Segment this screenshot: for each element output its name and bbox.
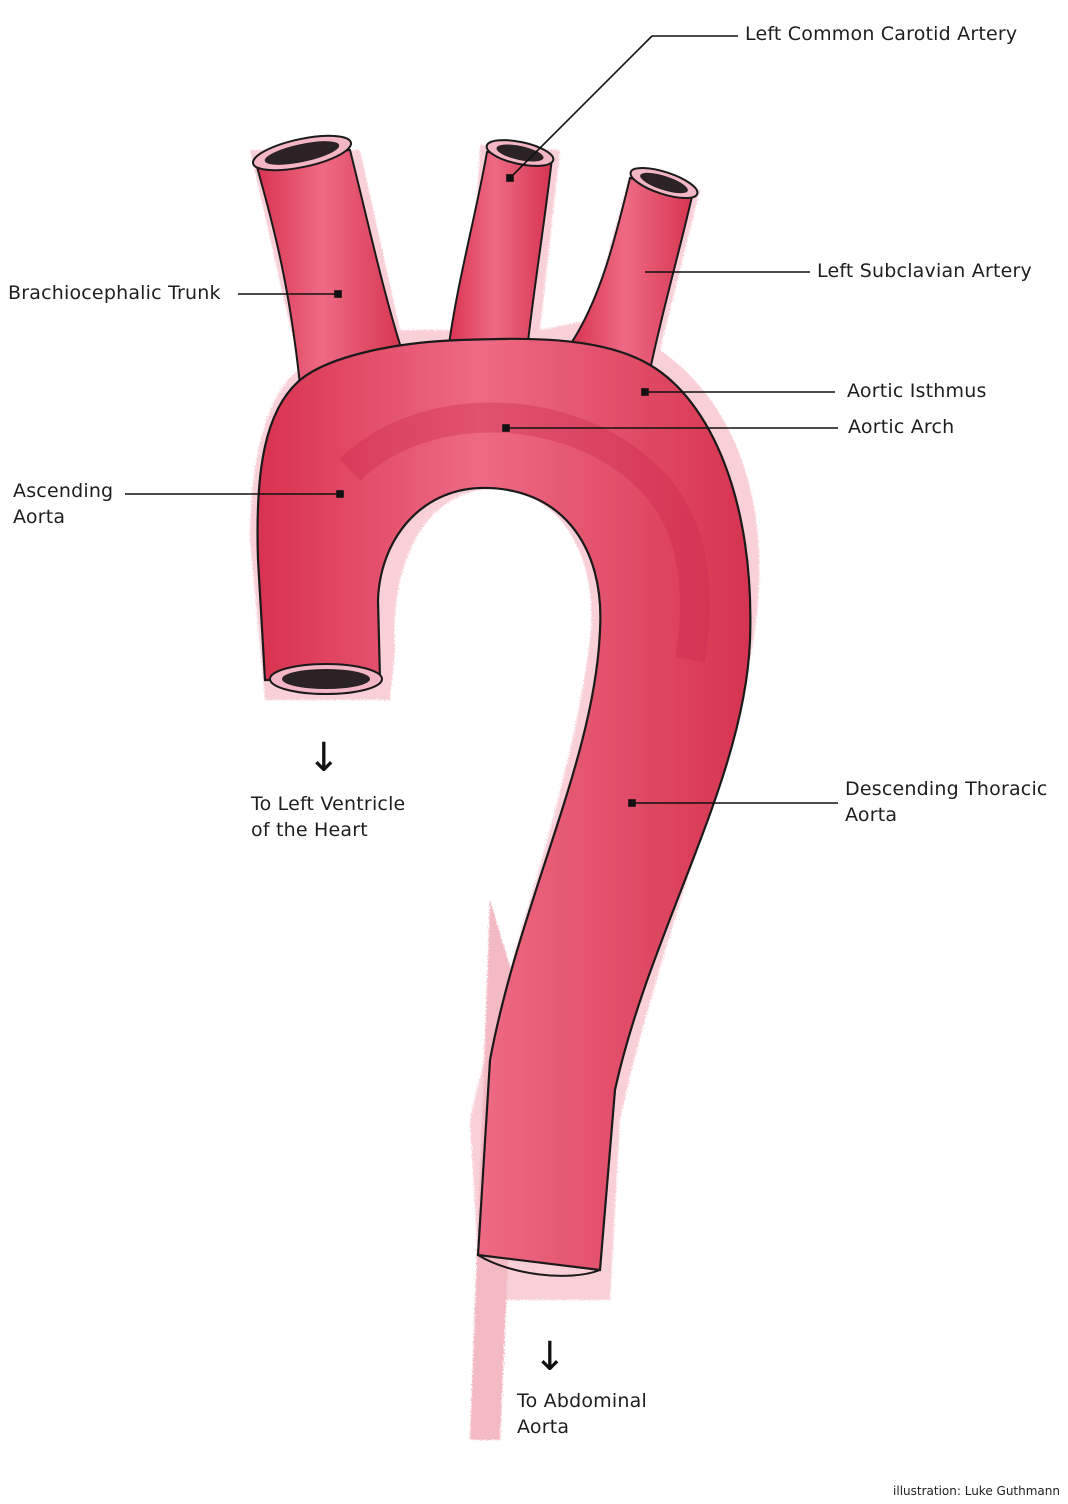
label-to-left-ventricle-line2: of the Heart xyxy=(251,819,368,841)
arrow-down-icon: ↓ xyxy=(307,735,341,781)
label-left-subclavian-artery: Left Subclavian Artery xyxy=(817,260,1032,282)
arrow-down-icon: ↓ xyxy=(533,1334,567,1380)
label-descending-thoracic-aorta-line1: Descending Thoracic xyxy=(845,778,1048,800)
label-ascending-aorta-line2: Aorta xyxy=(13,506,66,528)
label-to-abdominal-aorta-line1: To Abdominal xyxy=(517,1390,647,1412)
label-aortic-arch: Aortic Arch xyxy=(848,416,955,438)
label-ascending-aorta-line1: Ascending xyxy=(13,480,114,502)
label-to-left-ventricle-line1: To Left Ventricle xyxy=(251,793,406,815)
label-aortic-isthmus: Aortic Isthmus xyxy=(847,380,987,402)
label-descending-thoracic-aorta-line2: Aorta xyxy=(845,804,898,826)
left-subclavian-shape xyxy=(568,166,699,372)
leader-lines xyxy=(125,35,838,807)
label-to-abdominal-aorta-line2: Aorta xyxy=(517,1416,570,1438)
brachiocephalic-trunk-shape xyxy=(252,134,407,387)
label-left-common-carotid-artery: Left Common Carotid Artery xyxy=(745,23,1018,45)
aorta-body-shape xyxy=(256,337,752,1277)
illustration-credit: illustration: Luke Guthmann xyxy=(893,1484,1060,1498)
label-brachiocephalic-trunk: Brachiocephalic Trunk xyxy=(8,282,221,304)
